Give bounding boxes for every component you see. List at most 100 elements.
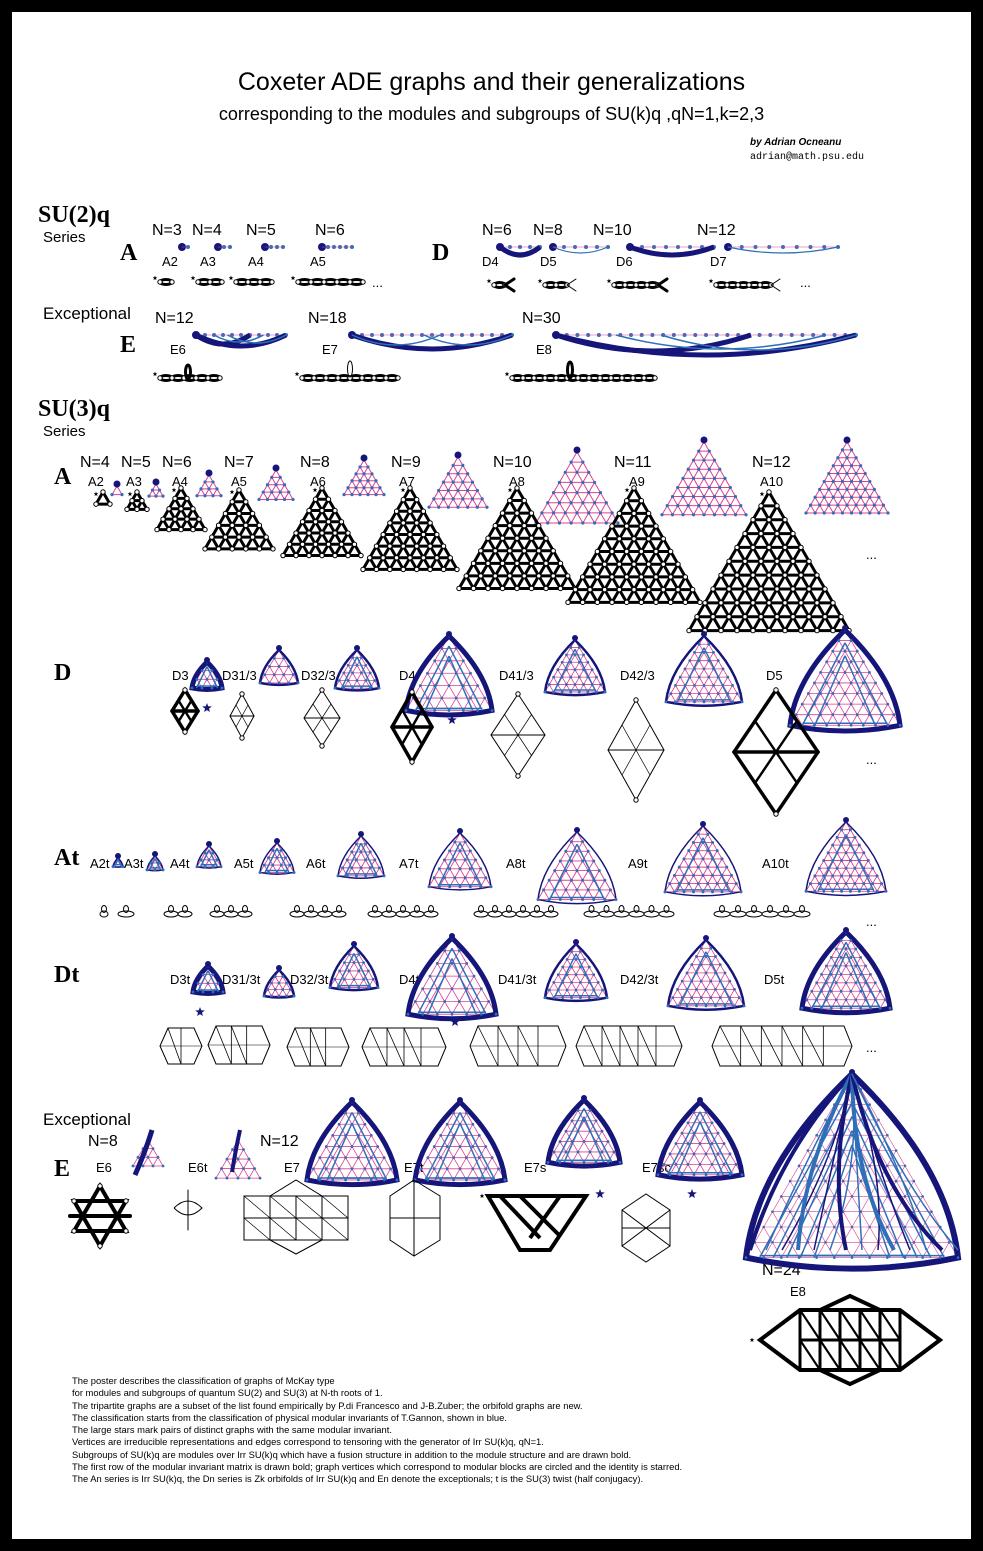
vertex [704,987,708,991]
graph-vertex [184,516,190,522]
edge [862,703,870,716]
vertex [849,639,853,642]
edge [383,1157,391,1170]
vertex [709,963,713,967]
graph-vertex [440,543,447,549]
edge [554,860,561,872]
edge [576,461,584,473]
poster-title: Coxeter ADE graphs and their generalizat… [237,68,746,96]
vertex [270,475,274,479]
vertex [211,990,215,994]
edge [557,661,563,671]
vertex [435,1012,439,1016]
graph-vertex [597,375,603,381]
vertex [849,448,854,452]
graph-edge [347,360,353,378]
edge [821,982,827,992]
vertex [342,671,346,675]
vertex [345,858,349,862]
vertex [364,679,368,682]
vertex [863,487,867,491]
vertex [592,521,597,525]
graph-edge [367,910,383,918]
edge [727,676,733,686]
vertex [678,692,682,695]
edge [714,468,721,479]
edge [583,1141,591,1153]
vertex [210,669,214,673]
vertex [606,1140,610,1143]
vertex [600,1129,604,1133]
graph-vertex [360,279,366,285]
edge [576,870,584,881]
edge [895,1150,906,1167]
modular-edge [434,1122,486,1181]
graph-vertex [407,555,413,561]
vertex [868,511,872,515]
edge [675,684,681,694]
vertex [702,700,706,704]
vertex [265,483,270,487]
graph-vertex [325,541,332,547]
edge [689,652,695,662]
edge [830,965,837,975]
edge [681,980,688,990]
vertex [553,888,557,892]
vertex [688,692,692,695]
vertex [813,702,816,706]
edge [719,997,726,1007]
edge [576,492,584,504]
vertex [371,977,375,981]
vertex [820,972,823,976]
graph-edge [487,910,503,918]
edge [584,981,590,991]
graph-vertex [312,519,319,525]
vertex [859,989,863,993]
edge [453,1157,461,1170]
vertex [804,511,808,515]
identity-vertex [115,853,121,859]
identity-vertex [358,831,364,837]
vertex [695,1004,698,1008]
vertex [710,1142,714,1145]
vertex [540,511,544,515]
vertex [597,869,601,873]
edge [684,668,691,678]
edge [699,1143,707,1155]
edge [443,489,449,500]
graph-vertex [660,561,667,567]
vertex [854,503,858,507]
vertex [450,962,454,965]
edge [206,670,213,680]
su3-a-n-label: N=11 [614,454,652,471]
graph-vertex [286,541,293,547]
graph-vertex [215,546,222,552]
graph-vertex [587,586,593,593]
vertex [686,485,690,490]
graph-vertex [742,586,748,592]
su3-e-graph-label: E7s [524,1160,547,1175]
edge [365,859,371,869]
edge [691,980,697,990]
vertex [843,692,847,695]
vertex [683,667,687,671]
vertex [288,863,292,867]
vertex [818,487,822,491]
edge [369,672,376,681]
graph-vertex [514,510,520,516]
graph-vertex [139,497,145,504]
graph-edge [729,910,747,918]
edge [850,682,858,694]
edge [553,492,560,504]
vertex [839,1006,843,1010]
edge [693,477,700,488]
graph-vertex [609,523,615,529]
vertex [734,882,738,886]
vertex [864,981,867,985]
edge [243,1168,250,1179]
vertex [699,996,703,999]
edge [459,1135,467,1147]
graph-vertex [766,627,772,634]
graph-vertex [239,735,245,741]
graph-vertex [195,279,201,285]
